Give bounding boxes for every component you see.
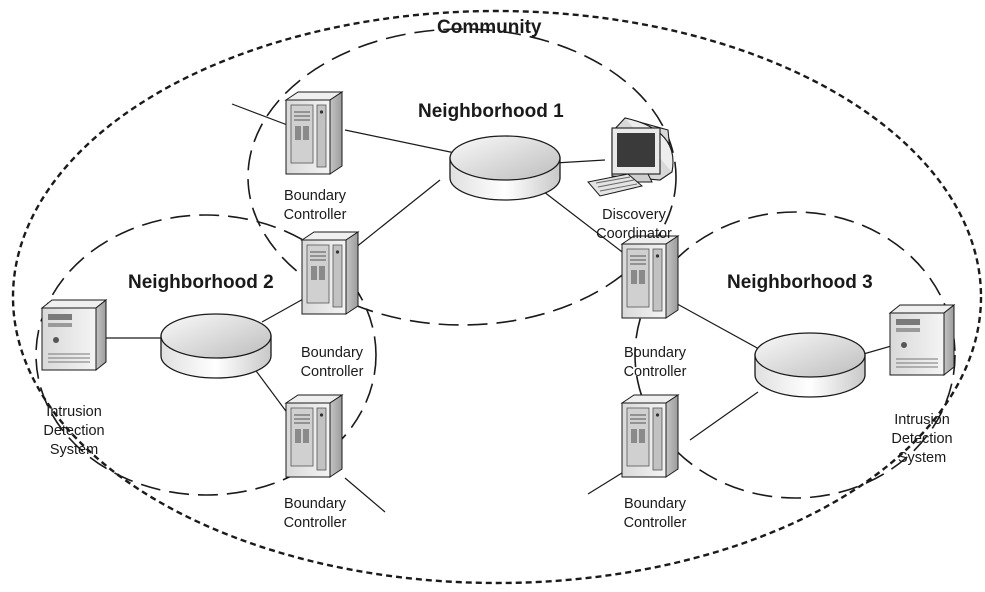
- caption-line: Coordinator: [596, 226, 672, 242]
- neighborhood-2-label: Neighborhood 2: [128, 272, 274, 293]
- caption-line: Intrusion: [46, 404, 102, 420]
- caption-line: Controller: [623, 364, 687, 380]
- intrusion-detection-label-left: Intrusion Detection System: [34, 403, 114, 460]
- boundary-controller-label-n2-top: Boundary Controller: [297, 344, 367, 382]
- caption-line: Discovery: [602, 207, 666, 223]
- neighborhood-3-hub: [754, 332, 866, 398]
- boundary-controller-label-n3-bottom: Boundary Controller: [620, 495, 690, 533]
- neighborhood-3-boundary: [634, 211, 956, 499]
- boundary-controller-server-n3-top: [621, 235, 679, 319]
- caption-line: System: [897, 450, 947, 466]
- boundary-controller-server-n2-bottom: [285, 394, 343, 478]
- intrusion-detection-label-right: Intrusion Detection System: [882, 411, 962, 468]
- intrusion-detection-server-right: [889, 304, 955, 376]
- neighborhood-2-boundary: [35, 214, 377, 496]
- neighborhood-2-hub: [160, 313, 272, 379]
- neighborhood-1-hub: [449, 135, 561, 201]
- caption-line: Boundary: [623, 496, 687, 512]
- discovery-coordinator-workstation-icon: [587, 117, 674, 197]
- caption-line: Boundary: [300, 345, 364, 361]
- boundary-controller-server-n3-bottom: [621, 394, 679, 478]
- boundary-controller-server-n2-top: [301, 231, 359, 315]
- boundary-controller-server-n1: [285, 91, 343, 175]
- neighborhood-1-label: Neighborhood 1: [418, 101, 564, 122]
- caption-line: Intrusion: [894, 412, 950, 428]
- caption-line: Controller: [283, 207, 347, 223]
- boundary-controller-label-n1: Boundary Controller: [280, 187, 350, 225]
- discovery-coordinator-label: Discovery Coordinator: [589, 206, 679, 244]
- community-label: Community: [437, 17, 542, 38]
- caption-line: Detection: [891, 431, 953, 447]
- caption-line: Controller: [283, 515, 347, 531]
- boundary-controller-label-n2-bottom: Boundary Controller: [280, 495, 350, 533]
- caption-line: Boundary: [623, 345, 687, 361]
- intrusion-detection-server-left: [41, 299, 107, 371]
- community-boundary: [11, 9, 983, 585]
- caption-line: Controller: [623, 515, 687, 531]
- caption-line: Detection: [43, 423, 105, 439]
- caption-line: Controller: [300, 364, 364, 380]
- neighborhood-3-label: Neighborhood 3: [727, 272, 873, 293]
- caption-line: System: [49, 442, 99, 458]
- neighborhood-1-boundary: [247, 28, 677, 326]
- boundary-controller-label-n3-top: Boundary Controller: [620, 344, 690, 382]
- caption-line: Boundary: [283, 496, 347, 512]
- caption-line: Boundary: [283, 188, 347, 204]
